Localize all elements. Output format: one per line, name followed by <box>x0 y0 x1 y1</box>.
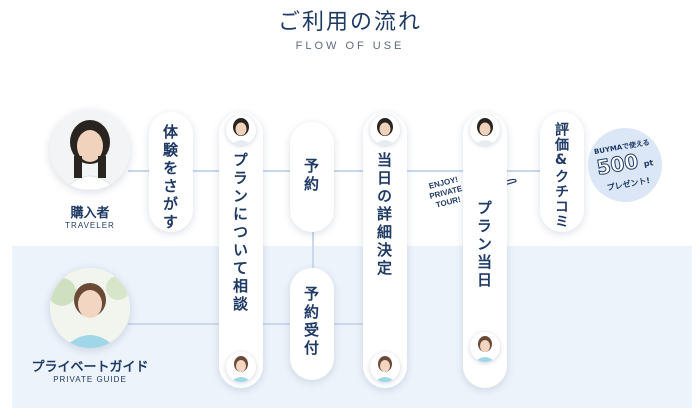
step-search-card: 体験をさがす <box>149 112 193 232</box>
page-subtitle: FLOW OF USE <box>295 40 405 52</box>
step-review-card: 評価&クチコミ <box>540 112 584 232</box>
page-title: ご利用の流れ <box>277 10 422 35</box>
traveler-label: 購入者 <box>70 206 110 221</box>
cloud-shape <box>428 214 468 240</box>
guide-mini-avatar <box>470 332 500 362</box>
badge-unit: pt <box>643 158 654 169</box>
guide-mini-avatar <box>370 352 400 382</box>
guide-band <box>12 246 692 408</box>
guide-mini-avatar <box>226 352 256 382</box>
step-reserve-text: 予約 <box>302 158 320 194</box>
guide-avatar <box>50 268 130 348</box>
guide-sublabel: PRIVATE GUIDE <box>53 375 127 384</box>
traveler-mini-avatar <box>470 115 500 145</box>
step-reserve-card: 予約 <box>290 122 334 232</box>
step-search-text: 体験をさがす <box>161 124 179 232</box>
step-consult-text: プランについて相談 <box>231 152 249 314</box>
step-review-text: 評価&クチコミ <box>553 122 569 229</box>
step-reserve-accept-text: 予約受付 <box>302 286 320 358</box>
traveler-connector-line <box>128 170 548 172</box>
traveler-sublabel: TRAVELER <box>65 221 115 230</box>
guide-label: プライベートガイド <box>31 360 149 375</box>
step-reserve-accept-card: 予約受付 <box>290 268 334 380</box>
step-plan-day-card: プラン当日 <box>463 112 507 388</box>
step-details-card: 当日の詳細決定 <box>363 112 407 388</box>
traveler-mini-avatar <box>370 115 400 145</box>
step-plan-day-text: プラン当日 <box>475 200 493 290</box>
step-consult-card: プランについて相談 <box>219 112 263 388</box>
step-details-text: 当日の詳細決定 <box>375 152 393 278</box>
point-present-badge: BUYMAで使える 500 pt プレゼント! <box>582 122 668 208</box>
traveler-mini-avatar <box>226 115 256 145</box>
reserve-connector-line <box>312 232 314 268</box>
traveler-avatar <box>50 110 130 190</box>
